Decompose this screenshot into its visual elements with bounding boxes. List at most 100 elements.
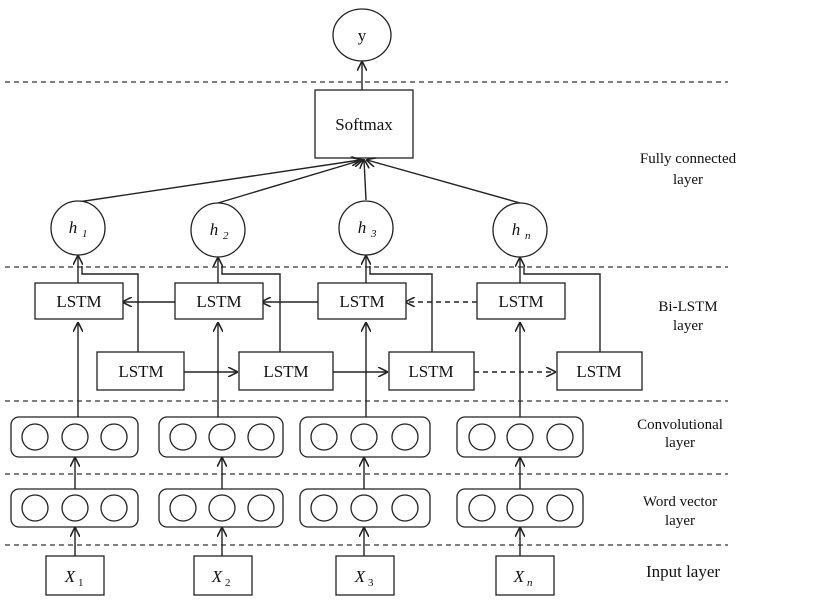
label-input-layer: Input layer xyxy=(646,562,720,581)
lstm-label: LSTM xyxy=(118,362,163,381)
hidden-circle xyxy=(190,202,246,258)
input-label: X xyxy=(354,567,366,586)
input-box xyxy=(335,555,395,596)
lstm-box-top-2 xyxy=(174,282,264,320)
label-convolutional-line1: Convolutional xyxy=(637,417,723,433)
label-bilstm-line2: layer xyxy=(673,318,703,334)
label-bilstm-line1: Bi-LSTM xyxy=(658,299,717,315)
lstm-box-top-1 xyxy=(34,282,124,320)
arrow-hn-to-softmax xyxy=(367,160,521,204)
lstm-box-bottom-n xyxy=(556,351,643,391)
hidden-subscript: 3 xyxy=(370,228,377,240)
neuron xyxy=(61,423,89,451)
word-vectors xyxy=(10,488,584,528)
lstm-box-bottom-1 xyxy=(96,351,185,391)
label-convolutional-line2: layer xyxy=(665,435,695,451)
neuron xyxy=(21,494,49,522)
label-word-vector-line2: layer xyxy=(665,513,695,529)
hidden-to-softmax-arrows xyxy=(77,160,521,204)
conv-vector-3 xyxy=(299,416,431,458)
hidden-subscript: n xyxy=(525,230,531,242)
hidden-node-n: h n xyxy=(492,202,548,258)
conv-vector-n xyxy=(456,416,584,458)
input-box xyxy=(193,555,253,596)
hidden-label: h xyxy=(358,218,367,237)
lstm-label: LSTM xyxy=(576,362,621,381)
lstm-label: LSTM xyxy=(263,362,308,381)
input-box xyxy=(495,555,555,596)
output-label: y xyxy=(358,26,367,45)
neuron xyxy=(546,494,574,522)
neuron xyxy=(506,494,534,522)
input-box xyxy=(45,555,105,596)
output-node: y xyxy=(332,8,392,62)
softmax-label: Softmax xyxy=(335,115,393,134)
neuron xyxy=(350,494,378,522)
softmax-node: Softmax xyxy=(314,89,414,159)
line-lstm-bottom4-to-hn xyxy=(523,266,601,352)
input-label: X xyxy=(211,567,223,586)
input-label: X xyxy=(64,567,76,586)
neuron xyxy=(310,494,338,522)
line-lstm-bottom1-to-h1 xyxy=(81,266,139,352)
neuron xyxy=(21,423,49,451)
hidden-label: h xyxy=(69,218,78,237)
input-subscript: 3 xyxy=(368,577,374,589)
lstm-label: LSTM xyxy=(56,292,101,311)
word-vector-1 xyxy=(10,488,139,528)
conv-vectors xyxy=(10,416,584,458)
neuron xyxy=(61,494,89,522)
input-subscript: n xyxy=(527,577,533,589)
conv-vector-1 xyxy=(10,416,139,458)
lstm-box-bottom-3 xyxy=(388,351,475,391)
layer-labels: Fully connected layer Bi-LSTM layer Conv… xyxy=(637,151,737,581)
input-x2: X 2 xyxy=(193,555,253,596)
softmax-box xyxy=(314,89,414,159)
neuron xyxy=(247,494,275,522)
word-vector-n xyxy=(456,488,584,528)
lstm-box-top-n xyxy=(476,282,566,320)
line-lstm-bottom3-to-h3 xyxy=(369,266,433,352)
hidden-node-3: h 3 xyxy=(338,200,394,256)
lstm-label: LSTM xyxy=(196,292,241,311)
label-word-vector-line1: Word vector xyxy=(643,494,717,510)
word-vector-2 xyxy=(158,488,284,528)
lstm-bottom-row xyxy=(96,351,643,391)
neuron xyxy=(350,423,378,451)
hidden-node-1: h 1 xyxy=(50,200,106,256)
input-subscript: 2 xyxy=(225,577,231,589)
hidden-circle xyxy=(338,200,394,256)
neuron xyxy=(169,423,197,451)
arrow-h3-to-softmax xyxy=(364,160,366,201)
neuron xyxy=(391,494,419,522)
word-vector-3 xyxy=(299,488,431,528)
label-fully-connected-line2: layer xyxy=(673,172,703,188)
hidden-circle xyxy=(492,202,548,258)
hidden-label: h xyxy=(512,220,521,239)
neuron xyxy=(247,423,275,451)
neuron xyxy=(169,494,197,522)
neuron xyxy=(208,423,236,451)
neuron xyxy=(546,423,574,451)
input-label: X xyxy=(513,567,525,586)
neuron xyxy=(468,494,496,522)
input-xn: X n xyxy=(495,555,555,596)
hidden-circle xyxy=(50,200,106,256)
hidden-subscript: 2 xyxy=(223,230,229,242)
word-to-conv-arrows xyxy=(75,458,520,489)
lstm-label: LSTM xyxy=(339,292,384,311)
output-circle xyxy=(332,8,392,62)
hidden-subscript: 1 xyxy=(82,228,88,240)
neuron xyxy=(100,494,128,522)
input-x3: X 3 xyxy=(335,555,395,596)
arrow-h2-to-softmax xyxy=(217,160,362,204)
arrow-h1-to-softmax xyxy=(77,160,360,203)
neuron xyxy=(100,423,128,451)
neuron xyxy=(391,423,419,451)
lstm-box-bottom-2 xyxy=(238,351,334,391)
hidden-node-2: h 2 xyxy=(190,202,246,258)
neuron xyxy=(310,423,338,451)
input-x1: X 1 xyxy=(45,555,105,596)
lstm-box-top-3 xyxy=(317,282,407,320)
neuron xyxy=(506,423,534,451)
